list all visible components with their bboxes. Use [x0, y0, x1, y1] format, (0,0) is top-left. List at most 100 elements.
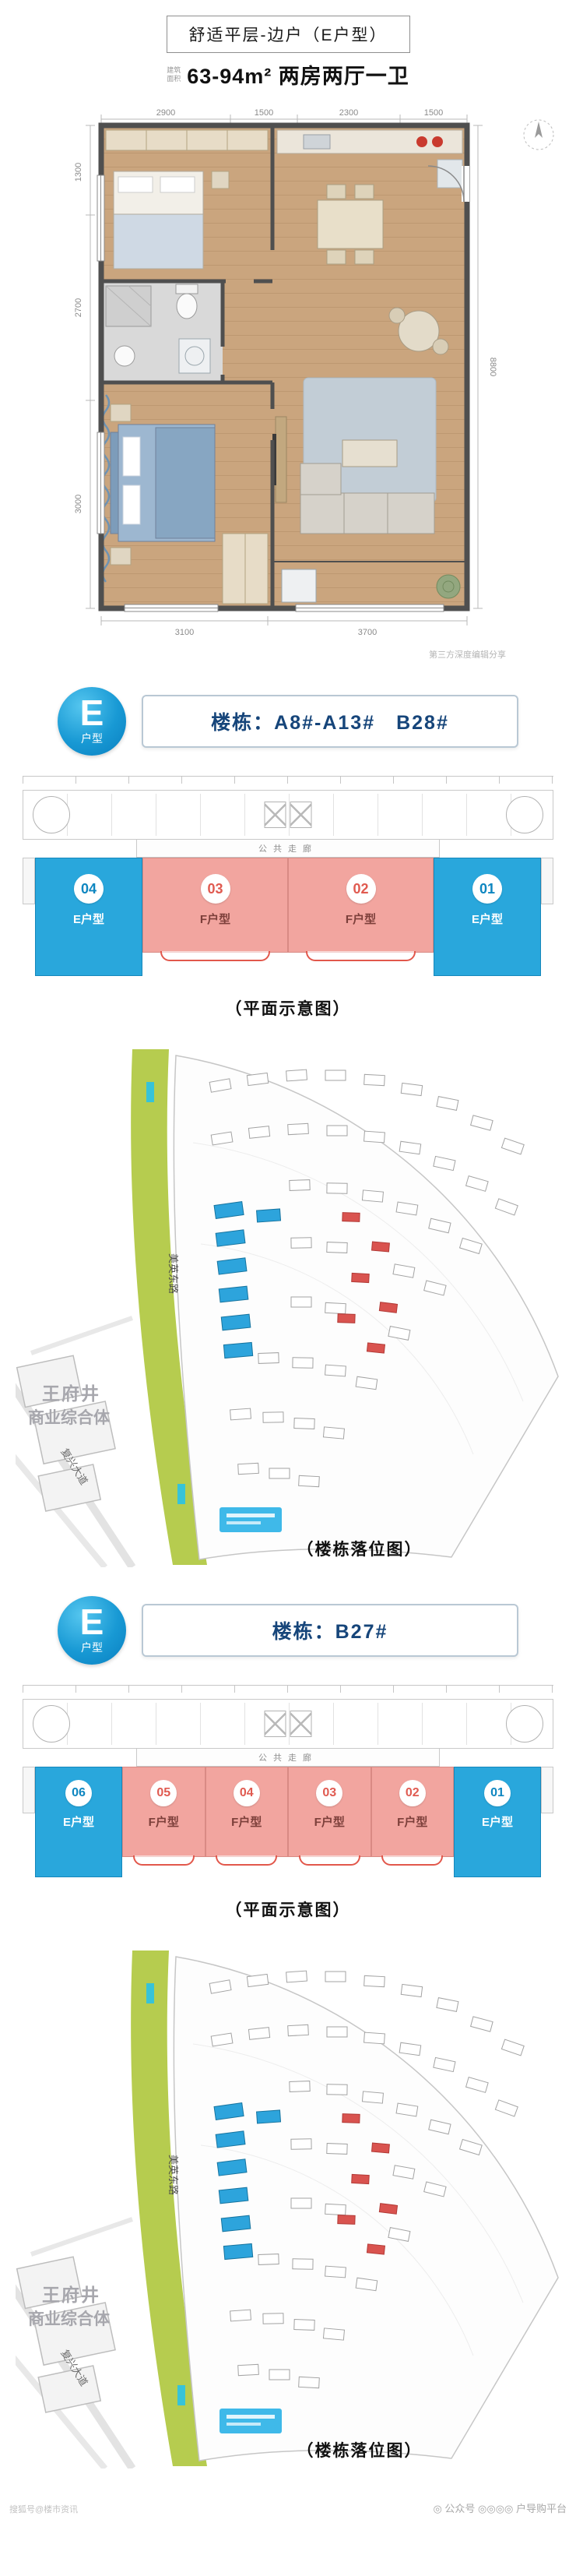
elevator-icon [264, 1711, 312, 1737]
dining-table-icon [317, 199, 384, 249]
page: 舒适平层-边户（E户型） 建筑 面积 63-94m² 两房两厅一卫 [0, 0, 576, 2521]
corridor-label: 公共走廊 [258, 1753, 318, 1763]
nightstand-icon [110, 403, 132, 422]
unit-type-label: F户型 [199, 913, 231, 926]
unit-number: 03 [200, 874, 230, 904]
nightstand-icon [211, 171, 230, 189]
type-badge-row: E 户型 楼栋：A8#-A13# B28# [0, 687, 576, 756]
subtitle-row: 建筑 面积 63-94m² 两房两厅一卫 [0, 59, 576, 90]
unit-number: 01 [484, 1780, 511, 1806]
strip-dimension-line [23, 1685, 553, 1693]
page-title-box: 舒适平层-边户（E户型） [166, 16, 410, 53]
balcony-cabinet-icon [281, 569, 317, 603]
stair-turret-icon [33, 1705, 70, 1743]
unit-type-label: E户型 [471, 913, 503, 926]
svg-text:2300: 2300 [339, 108, 358, 118]
unit-number: 01 [472, 874, 502, 904]
building-list-text: 楼栋：A8#-A13# B28# [211, 712, 449, 734]
unit-type-label: E户型 [72, 913, 104, 926]
stair-turret-icon [33, 796, 70, 833]
svg-text:3100: 3100 [175, 628, 194, 637]
stove-burner-icon [432, 136, 443, 147]
nightstand-icon [110, 547, 132, 566]
plan-caption: （平面示意图） [225, 1000, 351, 1018]
mall-label-line2: 商业综合体 [28, 2310, 111, 2328]
unit-type-label: F户型 [397, 1816, 428, 1829]
page-subtitle: 63-94m² 两房两厅一卫 [187, 65, 409, 88]
watermark-left: 搜狐号@楼市资讯 [9, 2505, 79, 2514]
site-map-svg: 王府井 商业综合体 美英东路 复兴大道 [16, 1951, 560, 2469]
plan-caption: （平面示意图） [225, 1901, 351, 1919]
map-caption: （楼栋落位图） [297, 1541, 423, 1559]
type-badge-row: E 户型 楼栋：B27# [0, 1596, 576, 1665]
plant-icon [436, 574, 461, 599]
page-title: 舒适平层-边户（E户型） [188, 26, 388, 44]
mall-label-line1: 王府井 [42, 2285, 100, 2305]
windows-layer [97, 174, 444, 612]
curtain-icon [101, 394, 111, 583]
dimension-lines [86, 115, 483, 625]
unit-number: 03 [316, 1780, 343, 1806]
unit-number: 02 [346, 874, 376, 904]
unit-number: 02 [399, 1780, 426, 1806]
furniture-layer [101, 129, 463, 604]
chair-icon [432, 338, 449, 355]
elevator-icon [264, 802, 312, 828]
svg-text:1300: 1300 [74, 163, 83, 181]
type-e-badge: E 户型 [58, 687, 126, 756]
stove-burner-icon [416, 136, 427, 147]
svg-text:3000: 3000 [74, 495, 83, 513]
unit-type-label: E户型 [481, 1816, 513, 1829]
washbasin-icon [114, 345, 135, 367]
area-tag-line2: 面积 [167, 74, 181, 83]
unit-type-label: F户型 [314, 1816, 345, 1829]
badge-sub-label: 户型 [81, 1641, 103, 1654]
svg-text:2700: 2700 [74, 298, 83, 317]
dimension-labels: 2900 1500 2300 1500 3100 3700 1300 2700 … [74, 108, 497, 637]
floor-plan-svg: 2900 1500 2300 1500 3100 3700 1300 2700 … [74, 108, 497, 637]
bed-headboard-icon [110, 432, 119, 534]
floorplan-credit: 第三方深度编辑分享 [429, 650, 506, 660]
stair-turret-icon [506, 1705, 543, 1743]
compass-icon [523, 119, 554, 150]
floor-plan: 2900 1500 2300 1500 3100 3700 1300 2700 … [70, 97, 554, 647]
map-caption: （楼栋落位图） [297, 2442, 423, 2460]
svg-text:2900: 2900 [156, 108, 175, 118]
svg-text:1500: 1500 [424, 108, 443, 118]
unit-type-label: F户型 [231, 1816, 262, 1829]
strip-dimension-line [23, 776, 553, 784]
unit-number: 04 [233, 1780, 260, 1806]
tv-cabinet-icon [275, 416, 287, 503]
unit-number: 04 [74, 874, 104, 904]
strip-roof-structures [23, 1699, 553, 1749]
chair-icon [388, 307, 406, 324]
road-label-vertical: 美英东路 [167, 1253, 179, 1294]
badge-letter: E [79, 1601, 104, 1642]
public-corridor: 公共走廊 [136, 1749, 440, 1767]
site-map: 王府井 商业综合体 美英东路 复兴大道 [16, 1049, 560, 1571]
unit-type-label: E户型 [62, 1816, 94, 1829]
sofa-icon [300, 492, 435, 534]
coffee-table-icon [342, 439, 398, 467]
stair-turret-icon [506, 796, 543, 833]
svg-text:1500: 1500 [255, 108, 273, 118]
building-list-box: 楼栋：A8#-A13# B28# [142, 695, 518, 748]
watermark-right: ◎ 公众号 ◎◎◎◎ 户导购平台 [433, 2503, 567, 2514]
corridor-label: 公共走廊 [258, 844, 318, 854]
badge-letter: E [79, 692, 104, 733]
walls-layer [98, 122, 470, 611]
building-list-box: 楼栋：B27# [142, 1604, 518, 1657]
